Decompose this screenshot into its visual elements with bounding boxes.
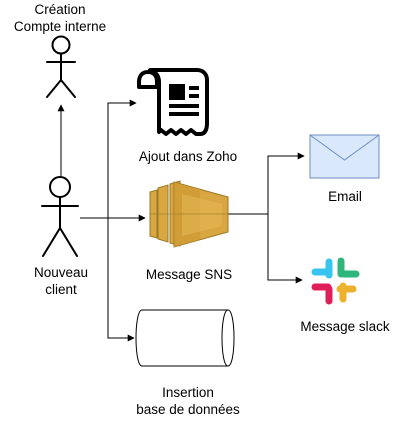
new-client-label: Nouveau client	[34, 264, 88, 298]
aws-sns-icon	[149, 180, 229, 248]
internal-account-label: Création Compte interne	[14, 1, 106, 35]
database-label: Insertion base de données	[136, 384, 240, 418]
edge-client-to-zoho	[80, 99, 137, 219]
database-label-line1: Insertion	[162, 385, 214, 400]
new-client-label-line2: client	[45, 282, 77, 297]
database-cylinder-icon	[135, 309, 235, 367]
edge-sns-to-slack	[267, 214, 303, 284]
slack-logo-icon	[311, 257, 360, 305]
connectors	[57, 99, 305, 342]
internal-account-label-line2: Compte interne	[13, 19, 107, 34]
zoho-label: Ajout dans Zoho	[138, 149, 238, 164]
email-label: Email	[328, 189, 362, 204]
actor-new-client	[41, 176, 79, 257]
database-label-line2: base de données	[136, 402, 240, 417]
edge-client-to-database	[107, 218, 135, 342]
document-scroll-icon	[137, 68, 209, 136]
envelope-icon	[309, 134, 380, 179]
new-client-label-line1: Nouveau	[33, 265, 89, 280]
slack-label: Message slack	[300, 319, 390, 334]
stick-figure-head	[51, 35, 71, 55]
sns-label: Message SNS	[145, 267, 233, 282]
actor-internal-account	[46, 35, 76, 98]
internal-account-label-line1: Création	[34, 2, 86, 17]
edge-sns-to-email	[228, 152, 305, 215]
stick-figure-head	[49, 176, 71, 198]
